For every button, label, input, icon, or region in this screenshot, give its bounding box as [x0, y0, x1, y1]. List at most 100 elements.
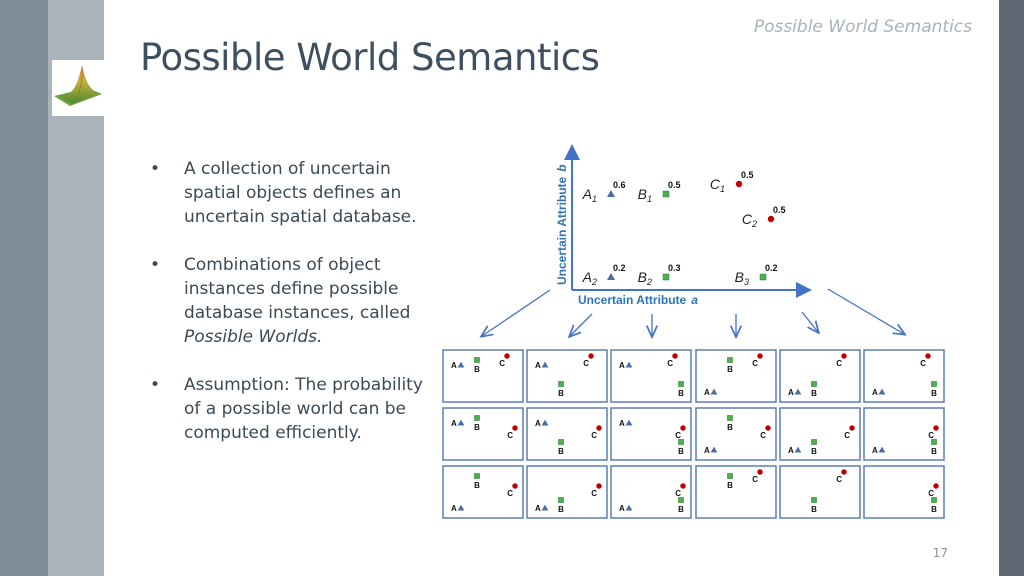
logo-panel [52, 60, 104, 116]
instance-label: C2 [742, 211, 757, 229]
world-object-label: B [811, 447, 817, 456]
world-object-label: A [451, 361, 457, 370]
world-frame [442, 407, 524, 461]
square-marker [678, 381, 684, 387]
world-object-label: C [752, 359, 758, 368]
world-frame [779, 407, 861, 461]
square-marker [678, 439, 684, 445]
world-frame [610, 465, 692, 519]
world-object-label: B [474, 481, 480, 490]
world-frame [695, 349, 777, 403]
instance-c2: C20.5 [742, 205, 786, 229]
world-object-label: B [727, 365, 733, 374]
world-frame [526, 349, 608, 403]
triangle-marker [607, 273, 615, 280]
bullet-glyph: • [150, 375, 161, 395]
world-object-label: A [619, 419, 625, 428]
possible-world-cell: BC [779, 465, 861, 519]
bullet-glyph: • [150, 255, 161, 275]
world-object-label: C [591, 489, 597, 498]
possible-world-cell: ABC [526, 349, 608, 403]
circle-marker [680, 425, 686, 431]
probability-label: 0.5 [741, 170, 754, 180]
circle-marker [672, 353, 678, 359]
right-sidebar-band [999, 0, 1024, 576]
triangle-marker [878, 446, 886, 453]
bullet-text: Assumption: The probability of a possibl… [184, 375, 423, 443]
instance-b3: B30.2 [735, 263, 778, 287]
triangle-marker [878, 388, 886, 395]
world-object-label: C [836, 475, 842, 484]
circle-marker [757, 469, 763, 475]
world-object-label: C [675, 431, 681, 440]
bullet-text: A collection of uncertain spatial object… [184, 159, 417, 227]
world-object-label: B [474, 365, 480, 374]
bullet-list: • A collection of uncertain spatial obje… [150, 157, 440, 469]
circle-marker [512, 425, 518, 431]
world-object-label: B [727, 423, 733, 432]
world-object-label: A [535, 419, 541, 428]
square-marker [931, 381, 937, 387]
arrow [827, 288, 904, 334]
world-arrows [482, 288, 904, 336]
square-marker [931, 497, 937, 503]
triangle-marker [541, 504, 549, 511]
world-frame [442, 465, 524, 519]
world-object-label: B [811, 389, 817, 398]
circle-marker [933, 425, 939, 431]
world-object-label: C [499, 359, 505, 368]
svg-text:Uncertain Attributeb: Uncertain Attributeb [555, 164, 569, 285]
possible-world-cell: A B C [695, 407, 777, 461]
y-axis-label: Uncertain Attributeb [555, 164, 569, 285]
possible-world-cell: ABC [610, 407, 692, 461]
triangle-marker [794, 388, 802, 395]
bullet-item: • A collection of uncertain spatial obje… [150, 157, 440, 229]
world-object-label: C [844, 431, 850, 440]
bullet-text: Combinations of object instances define … [184, 255, 411, 323]
triangle-marker [457, 419, 465, 426]
square-marker [662, 190, 670, 198]
world-object-label: B [727, 481, 733, 490]
world-frame [610, 407, 692, 461]
probability-label: 0.6 [613, 180, 626, 190]
instance-label: C1 [710, 176, 725, 194]
bullet-item: • Assumption: The probability of a possi… [150, 373, 440, 445]
instance-a2: A20.2 [582, 263, 626, 287]
circle-marker [925, 353, 931, 359]
square-marker [759, 273, 767, 281]
square-marker [931, 439, 937, 445]
world-object-label: C [836, 359, 842, 368]
world-frame [863, 465, 945, 519]
circle-marker [596, 483, 602, 489]
world-object-label: A [704, 388, 710, 397]
world-object-label: C [760, 431, 766, 440]
world-object-label: C [507, 431, 513, 440]
world-frame [779, 465, 861, 519]
square-marker [811, 439, 817, 445]
triangle-marker [625, 419, 633, 426]
world-object-label: A [704, 446, 710, 455]
triangle-marker [625, 361, 633, 368]
square-marker [727, 473, 733, 479]
instance-label: B3 [735, 269, 749, 287]
world-object-label: C [667, 359, 673, 368]
square-marker [678, 497, 684, 503]
instance-c1: C1 0.5 [710, 170, 754, 194]
arrow [570, 313, 593, 336]
possible-world-cell: ABC [526, 407, 608, 461]
world-object-label: C [675, 489, 681, 498]
triangle-marker [457, 504, 465, 511]
circle-marker [767, 215, 775, 223]
triangle-marker [541, 419, 549, 426]
square-marker [662, 273, 670, 281]
bullet-item: • Combinations of object instances defin… [150, 253, 440, 349]
possible-world-cell: BC [863, 465, 945, 519]
world-frame [863, 349, 945, 403]
header-note: Possible World Semantics [753, 17, 972, 37]
world-frame [695, 465, 777, 519]
